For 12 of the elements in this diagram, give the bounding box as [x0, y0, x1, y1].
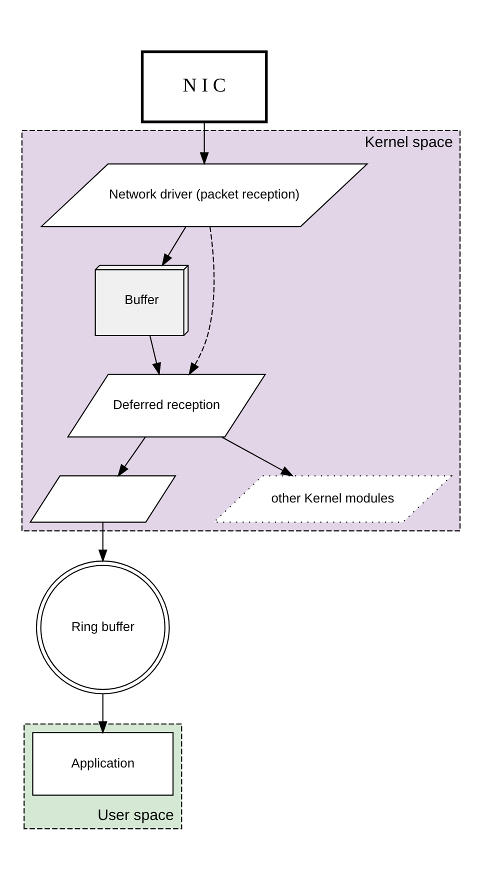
arrow [199, 122, 208, 165]
node-box: N I C [140, 50, 268, 123]
arrow [98, 694, 107, 734]
node-circle: Ring buffer [35, 560, 170, 694]
arrow [98, 522, 107, 562]
node-box: Application [32, 732, 174, 796]
arrow [161, 226, 186, 266]
node-parallelogram [28, 474, 176, 522]
arrow [188, 226, 214, 376]
arrow [221, 436, 294, 476]
arrow [116, 436, 146, 477]
arrow [148, 334, 160, 376]
